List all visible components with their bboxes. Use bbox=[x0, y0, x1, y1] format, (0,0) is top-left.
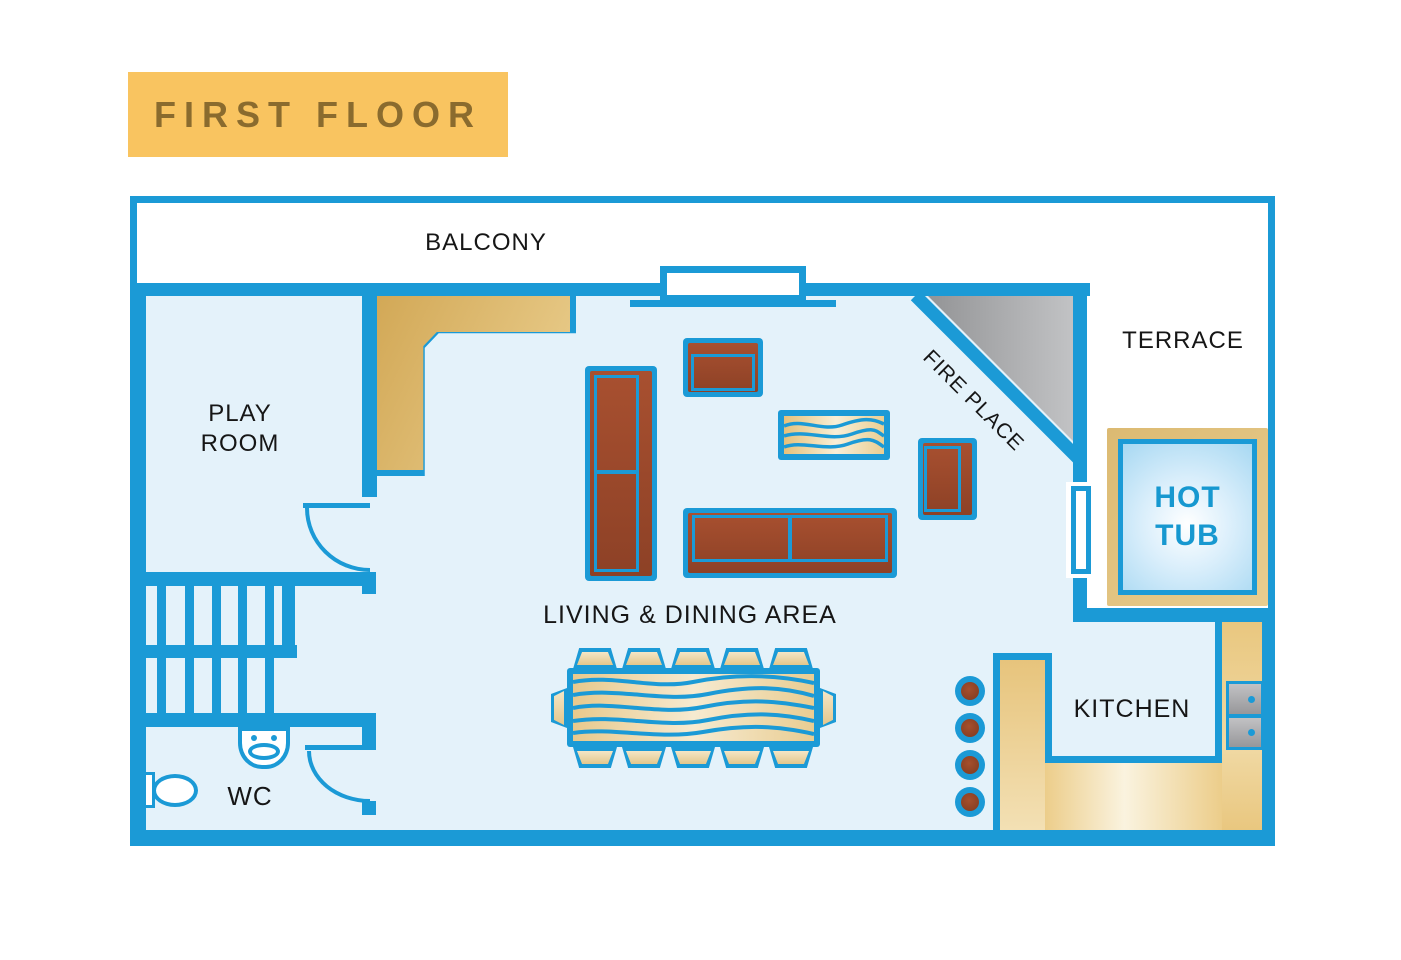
living-dining-label: LIVING & DINING AREA bbox=[543, 601, 837, 629]
balcony-label: BALCONY bbox=[425, 229, 547, 256]
stair-tread bbox=[212, 658, 221, 713]
dining-chair bbox=[573, 648, 617, 669]
kitchen-counter-left bbox=[1000, 660, 1045, 830]
wood-grain bbox=[573, 674, 814, 741]
wc-label: WC bbox=[227, 781, 273, 811]
stair-tread bbox=[238, 658, 247, 713]
bar-stool bbox=[955, 787, 985, 817]
armchair-right bbox=[918, 438, 977, 520]
dining-chair bbox=[769, 648, 813, 669]
bar-stool bbox=[955, 676, 985, 706]
wc-door-leaf bbox=[305, 745, 370, 750]
stair-tread bbox=[157, 586, 166, 645]
stair-tread bbox=[238, 586, 247, 645]
left-wall bbox=[130, 283, 146, 846]
stair-tread bbox=[265, 586, 274, 645]
balcony-door-track bbox=[630, 300, 836, 307]
bottom-wall bbox=[130, 830, 1275, 846]
dining-chair bbox=[622, 648, 666, 669]
dining-chair bbox=[671, 648, 715, 669]
stair-tread bbox=[265, 658, 274, 713]
toilet-icon bbox=[138, 770, 202, 810]
dining-chair bbox=[820, 688, 836, 728]
balcony-door bbox=[660, 266, 806, 302]
dining-chair bbox=[573, 747, 617, 768]
playroom-wall bbox=[362, 283, 377, 497]
stair-newel bbox=[282, 586, 295, 645]
kitchen-label: KITCHEN bbox=[1073, 695, 1191, 723]
bar-stool bbox=[955, 750, 985, 780]
playroom-door-leaf bbox=[303, 503, 370, 508]
appliance-icon bbox=[1229, 718, 1261, 747]
kitchen-right-wall bbox=[1262, 608, 1275, 846]
appliance-icons bbox=[1226, 681, 1264, 750]
stairs-top-rail bbox=[130, 572, 376, 586]
living-right-wall bbox=[1073, 283, 1087, 489]
wc-wall-stub bbox=[362, 727, 376, 750]
armchair-top bbox=[683, 338, 763, 397]
stair-tread bbox=[185, 586, 194, 645]
living-right-wall bbox=[1073, 574, 1087, 620]
wood-grain bbox=[784, 416, 884, 454]
dining-chair bbox=[622, 747, 666, 768]
bar-stool bbox=[955, 713, 985, 743]
floor-plan: HOT TUB BALCONY TERRACE PLAY ROOM FIRE P… bbox=[130, 196, 1275, 846]
balcony-wall bbox=[130, 283, 1090, 296]
floor-title-banner: FIRST FLOOR bbox=[128, 72, 508, 157]
kitchen-counter-bottom bbox=[1045, 763, 1222, 830]
stairs-bottom-rail bbox=[130, 713, 376, 727]
sofa-wide bbox=[683, 508, 897, 578]
terrace-label: TERRACE bbox=[1122, 327, 1244, 354]
hot-tub: HOT TUB bbox=[1107, 428, 1268, 606]
stairs-mid-rail bbox=[130, 645, 297, 658]
dining-chair bbox=[671, 747, 715, 768]
sink-icon bbox=[238, 727, 290, 769]
dining-table bbox=[567, 668, 820, 747]
dining-chair bbox=[551, 688, 567, 728]
appliance-icon bbox=[1229, 684, 1261, 714]
wc-door-post bbox=[362, 801, 376, 815]
hot-tub-label: HOT TUB bbox=[1154, 481, 1221, 552]
stair-tread bbox=[157, 658, 166, 713]
terrace-window bbox=[1066, 482, 1100, 578]
playroom-door-post bbox=[362, 586, 376, 594]
dining-chair bbox=[769, 747, 813, 768]
sofa-tall bbox=[585, 366, 657, 581]
stair-tread bbox=[212, 586, 221, 645]
playroom-label: PLAY ROOM bbox=[200, 400, 280, 457]
stair-tread bbox=[185, 658, 194, 713]
dining-chair bbox=[720, 747, 764, 768]
window-frame bbox=[1071, 486, 1091, 574]
dining-chair bbox=[720, 648, 764, 669]
coffee-table bbox=[778, 410, 890, 460]
kitchen-top-wall bbox=[1073, 608, 1275, 622]
page-title: FIRST FLOOR bbox=[154, 93, 482, 135]
